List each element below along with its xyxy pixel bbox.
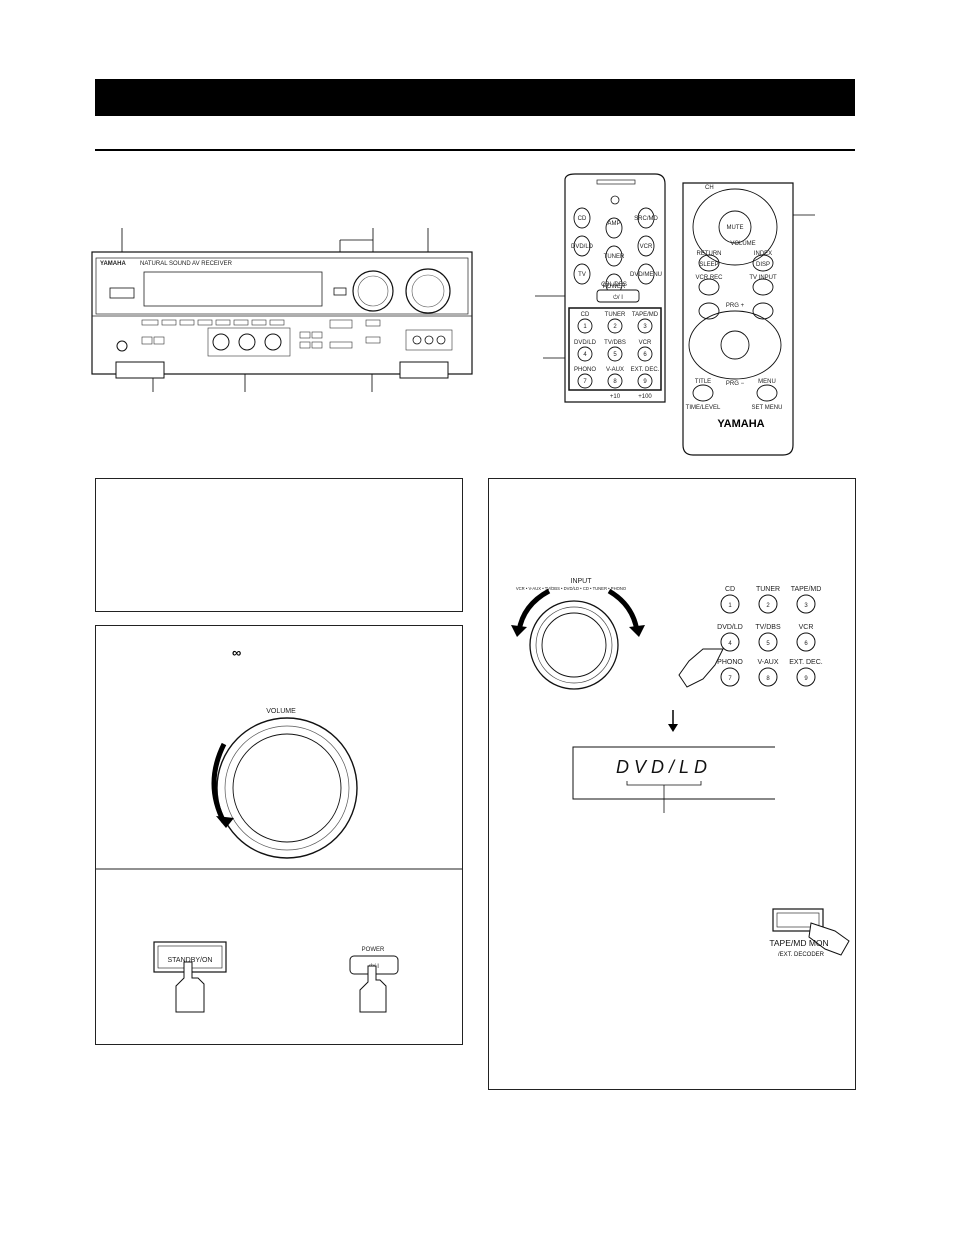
input-sequence: VCR • V-AUX • TV/DBS • DVD/LD • CD • TUN… (516, 586, 627, 591)
step-2-3-box: ∞ VOLUME STANDBY/ON POWER ⏻/ I (95, 625, 463, 1045)
remote-input-number: 9 (643, 379, 647, 385)
remote-input-label: PHONO (574, 367, 596, 373)
keypad-input-number: 8 (766, 676, 770, 682)
step-1-box (95, 478, 463, 612)
remote-input-label: CD (581, 312, 590, 318)
keypad-input-number: 4 (728, 641, 732, 647)
remote-amp-label: AMP (607, 221, 620, 227)
remote-input-number: 6 (643, 352, 647, 358)
remote-input-label: TUNER (605, 312, 626, 318)
remote-title-label: TITLE (695, 379, 711, 385)
remote-tv-label: TV (578, 272, 586, 278)
input-selector-dial[interactable] (529, 600, 619, 690)
remote-sleep-label: SLEEP (699, 262, 718, 268)
remote-input-number: 4 (583, 352, 587, 358)
step2-volume-label: VOLUME (266, 708, 296, 715)
receiver-front-panel: YAMAHA NATURAL SOUND AV RECEIVER (91, 228, 473, 392)
input-knob[interactable] (352, 270, 394, 312)
keypad-input-number: 9 (804, 676, 808, 682)
receiver-display-window (143, 271, 323, 307)
remote-src-md-label: SRC/MD (634, 216, 658, 222)
keypad-input-number: 2 (766, 603, 770, 609)
remote-plus100: +100 (638, 394, 652, 400)
remote-set-menu: SET MENU (752, 405, 783, 411)
remote-input-number: 1 (583, 324, 587, 330)
remote-input-number: 7 (583, 379, 587, 385)
remote-input-label: TAPE/MD (632, 312, 659, 318)
receiver-model-line: NATURAL SOUND AV RECEIVER (140, 261, 233, 267)
remote-power-symbol: ⏻/ I (613, 294, 623, 301)
remote-return-label: RETURN (697, 251, 722, 257)
remote-vcr-mode-label: VCR (640, 244, 653, 250)
keypad-input-label: CD (725, 586, 735, 593)
remote-input-label: V-AUX (606, 367, 624, 373)
remote-power-button[interactable] (596, 289, 640, 303)
remote-menu-label: MENU (758, 379, 776, 385)
remote-input-number: 8 (613, 379, 617, 385)
pointing-hand-icon (678, 648, 724, 688)
remote-input-number: 3 (643, 324, 647, 330)
header-rule (95, 149, 855, 151)
remote-vcr-rec-label: VCR REC (695, 275, 723, 281)
remote-volume-label: VOLUME (730, 241, 755, 247)
keypad-input-label: TAPE/MD (791, 586, 822, 593)
remote-input-label: EXT. DEC. (631, 367, 660, 373)
volume-knob[interactable] (405, 268, 451, 314)
remote-input-number: 2 (613, 324, 617, 330)
keypad-input-number: 1 (728, 603, 732, 609)
remote-bottom: CH MUTE VOLUME RETURN INDEX SLEEP DISP V… (682, 182, 815, 456)
remote-ch-label: CH (705, 185, 714, 191)
keypad-input-label: VCR (799, 624, 814, 631)
pointing-hand-icon (808, 922, 850, 956)
keypad-input-label: TUNER (756, 586, 780, 593)
section-title-bar (95, 79, 855, 116)
remote-input-group (568, 307, 662, 391)
step3-standby-label: STANDBY/ON (168, 957, 213, 964)
remote-prg-plus: PRG + (726, 303, 745, 309)
keypad-input-label: PHONO (717, 659, 743, 666)
remote-cd-mode-label: CD (578, 216, 587, 222)
remote-plus10: +10 (610, 394, 621, 400)
input-selector-label: INPUT (571, 578, 593, 585)
standby-button[interactable] (109, 287, 135, 299)
remote-input-label: DVD/LD (574, 340, 597, 346)
display-readout: DVD/LD (616, 757, 712, 777)
step3-power-label: POWER (362, 947, 385, 953)
remote-top: CD AMP SRC/MD DVD/LD TUNER VCR TV CBL/DB… (535, 173, 666, 403)
remote-disp-label: DISP (756, 262, 770, 268)
remote-index-label: INDEX (754, 251, 772, 257)
remote-mute-label: MUTE (727, 225, 744, 231)
keypad-input-number: 3 (804, 603, 808, 609)
keypad-input-label: DVD/LD (717, 624, 743, 631)
down-arrow (668, 724, 678, 732)
keypad-input-label: V-AUX (757, 659, 778, 666)
keypad-input-number: 6 (804, 641, 808, 647)
remote-input-label: VCR (639, 340, 652, 346)
ext-decoder-label: /EXT. DECODER (778, 952, 825, 958)
infinity-symbol: ∞ (232, 645, 241, 660)
remote-tuner-mode-label: TUNER (604, 254, 625, 260)
remote-power-label: POWER (603, 284, 626, 290)
rotate-counterclockwise-arrow (211, 742, 227, 824)
volume-dial[interactable] (216, 717, 358, 859)
keypad-input-label: TV/DBS (755, 624, 781, 631)
keypad-input-number: 7 (728, 676, 732, 682)
step-4-box: INPUT VCR • V-AUX • TV/DBS • DVD/LD • CD… (488, 478, 856, 1090)
remote-cbl-dbs-label: CBL/DBS (601, 282, 627, 288)
remote-dvd-menu-label: DVD/MENU (630, 272, 662, 278)
remote-brand-logo: YAMAHA (717, 418, 764, 430)
remote-prg-minus: PRG − (726, 381, 745, 387)
receiver-brand: YAMAHA (100, 261, 126, 267)
remote-input-label: TV/DBS (604, 340, 626, 346)
remote-dvd-ld-label: DVD/LD (571, 244, 594, 250)
keypad-input-number: 5 (766, 641, 770, 647)
tape-md-mon-label: TAPE/MD MON (769, 938, 828, 948)
display-panel (572, 746, 775, 800)
remote-time-level: TIME/LEVEL (686, 405, 721, 411)
remote-input-number: 5 (613, 352, 617, 358)
pointing-hand-icon (175, 961, 205, 1013)
pointing-hand-icon (359, 965, 387, 1013)
keypad-input-label: EXT. DEC. (789, 659, 823, 666)
remote-tv-input-label: TV INPUT (749, 275, 777, 281)
